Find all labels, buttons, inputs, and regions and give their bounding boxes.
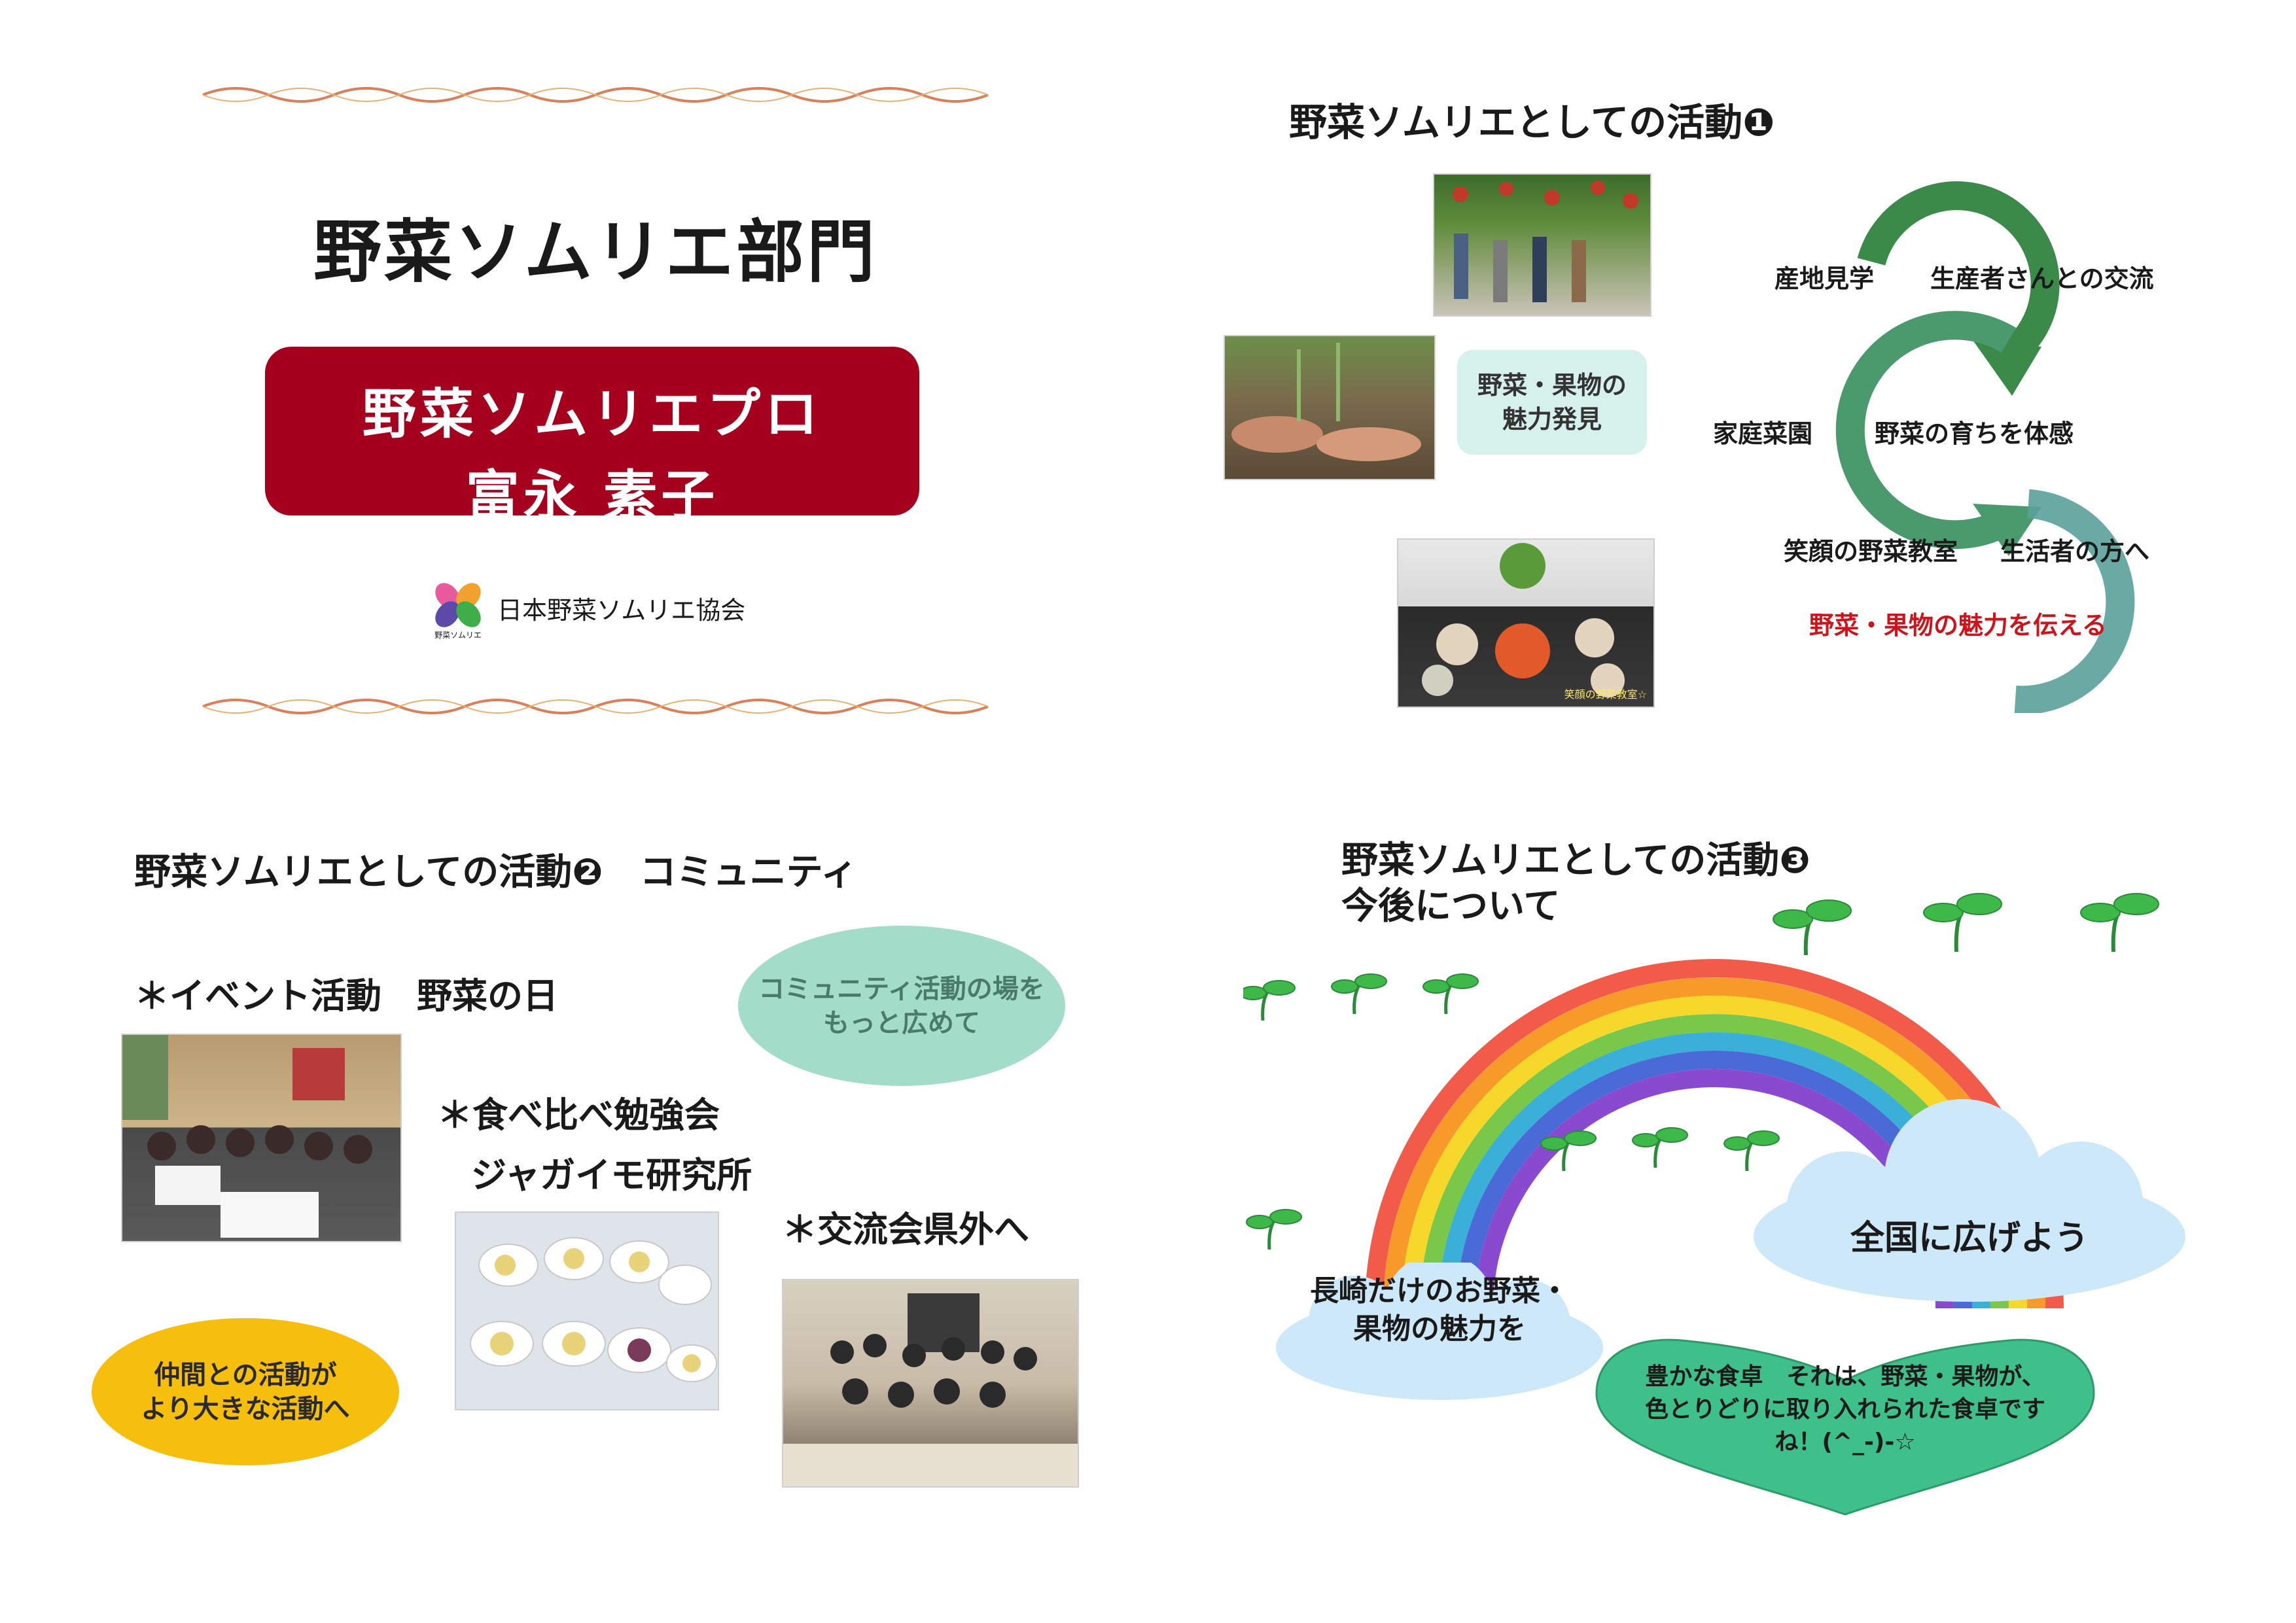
heart-text-1: 豊かな食卓 それは、野菜・果物が、 xyxy=(1645,1363,2045,1390)
activity2-title: 野菜ソムリエとしての活動❷ コミュニティ xyxy=(134,851,858,894)
cover-title: 野菜ソムリエ部門 xyxy=(313,211,877,292)
cycle-arrows xyxy=(1835,181,2135,713)
ornament-bottom xyxy=(202,699,989,714)
name-box: 野菜ソムリエプロ 富永 素子 xyxy=(265,347,919,527)
name-box-role: 野菜ソムリエプロ xyxy=(362,383,822,445)
cycle-label-home-garden: 家庭菜園 xyxy=(1713,419,1813,448)
heart-shape xyxy=(1595,1338,2095,1516)
cycle-label-farm-tour: 産地見学 xyxy=(1775,264,1875,293)
discover-charm-label: 野菜・果物の 魅力発見 xyxy=(1457,350,1647,455)
name-box-name: 富永 素子 xyxy=(465,464,719,527)
cycle-label-smile-class: 笑顔の野菜教室 xyxy=(1784,537,1958,566)
bubble-friends: 仲間との活動が より大きな活動へ xyxy=(92,1318,399,1465)
item-potato-lab: ジャガイモ研究所 xyxy=(471,1155,752,1196)
photo-vegetable-day xyxy=(121,1034,402,1242)
cycle-label-producer-exchange: 生産者さんとの交流 xyxy=(1930,264,2154,293)
activity3-subtitle: 今後について xyxy=(1341,885,1561,928)
sprout-icons xyxy=(1243,893,2159,1250)
org-name: 日本野菜ソムリエ協会 xyxy=(497,596,746,625)
photo-caption: 笑顔の野菜教室☆ xyxy=(1564,688,1647,701)
cloud-left-text: 長崎だけのお野菜・ 果物の魅力を xyxy=(1310,1274,1569,1346)
photo-farm-visit xyxy=(1433,173,1651,317)
flower-logo-icon xyxy=(435,583,481,627)
ornament-top xyxy=(202,87,989,103)
heart-text-2: 色とりどりに取り入れられた食卓です xyxy=(1644,1396,2045,1423)
item-tasting-study: ＊食べ比べ勉強会 xyxy=(437,1094,720,1136)
cloud-right-text: 全国に広げよう xyxy=(1850,1219,2089,1258)
bubble-community: コミュニティ活動の場を もっと広めて xyxy=(738,926,1065,1086)
heart-text-3: ね！(^_-)-☆ xyxy=(1775,1429,1916,1456)
activity1-title: 野菜ソムリエとしての活動❶ xyxy=(1289,100,1775,145)
item-exchange-outside: ＊交流会県外へ xyxy=(782,1209,1029,1250)
photo-potato-tasting xyxy=(455,1212,719,1410)
logo-caption: 野菜ソムリエ xyxy=(434,631,482,640)
photo-exchange-meeting xyxy=(782,1279,1079,1488)
cycle-label-convey-charm: 野菜・果物の魅力を伝える xyxy=(1809,611,2107,640)
cycle-label-consumers: 生活者の方へ xyxy=(2000,537,2150,566)
activity3-title: 野菜ソムリエとしての活動❸ xyxy=(1341,839,1810,882)
photo-garden xyxy=(1224,335,1436,480)
cycle-label-growth-experience: 野菜の育ちを体感 xyxy=(1875,419,2074,448)
item-event: ＊イベント活動 野菜の日 xyxy=(134,975,558,1017)
photo-vegetable-class: 笑顔の野菜教室☆ xyxy=(1397,538,1655,708)
cloud-left xyxy=(1276,1263,1603,1400)
cloud-right xyxy=(1754,1099,2185,1302)
